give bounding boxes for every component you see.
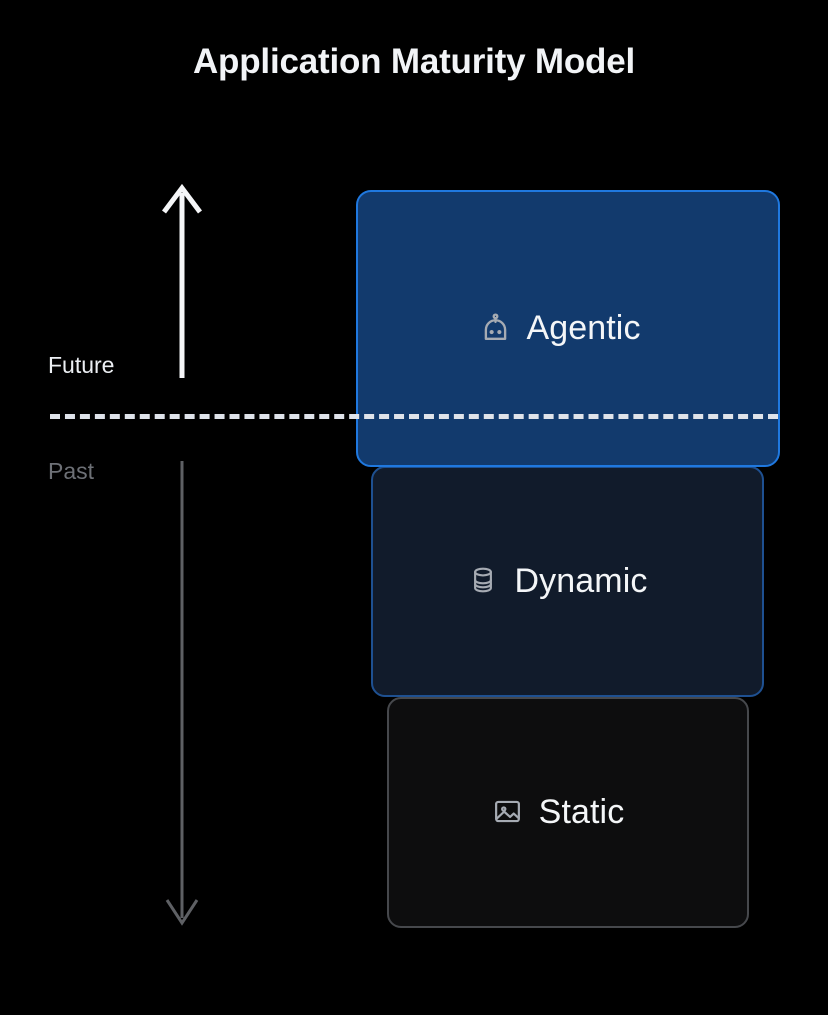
tier-dynamic-label: Dynamic [514, 562, 648, 600]
image-icon [492, 796, 525, 829]
tier-static-label: Static [538, 793, 625, 831]
past-future-divider [50, 414, 778, 419]
tier-static[interactable]: Static [387, 697, 749, 928]
tier-dynamic-content: Dynamic [468, 562, 648, 601]
tier-agentic-content: Agentic [479, 309, 640, 348]
tier-dynamic[interactable]: Dynamic [371, 466, 764, 697]
page-title: Application Maturity Model [192, 42, 636, 81]
tier-agentic[interactable]: Agentic [356, 190, 780, 467]
axis-label-past: Past [48, 458, 95, 484]
arrow-up-icon [162, 183, 202, 378]
arrow-down-icon [165, 461, 199, 926]
tier-static-content: Static [492, 793, 625, 832]
database-icon [468, 565, 501, 598]
robot-icon [479, 312, 512, 345]
axis-label-future: Future [48, 352, 115, 378]
tier-agentic-label: Agentic [526, 309, 641, 347]
